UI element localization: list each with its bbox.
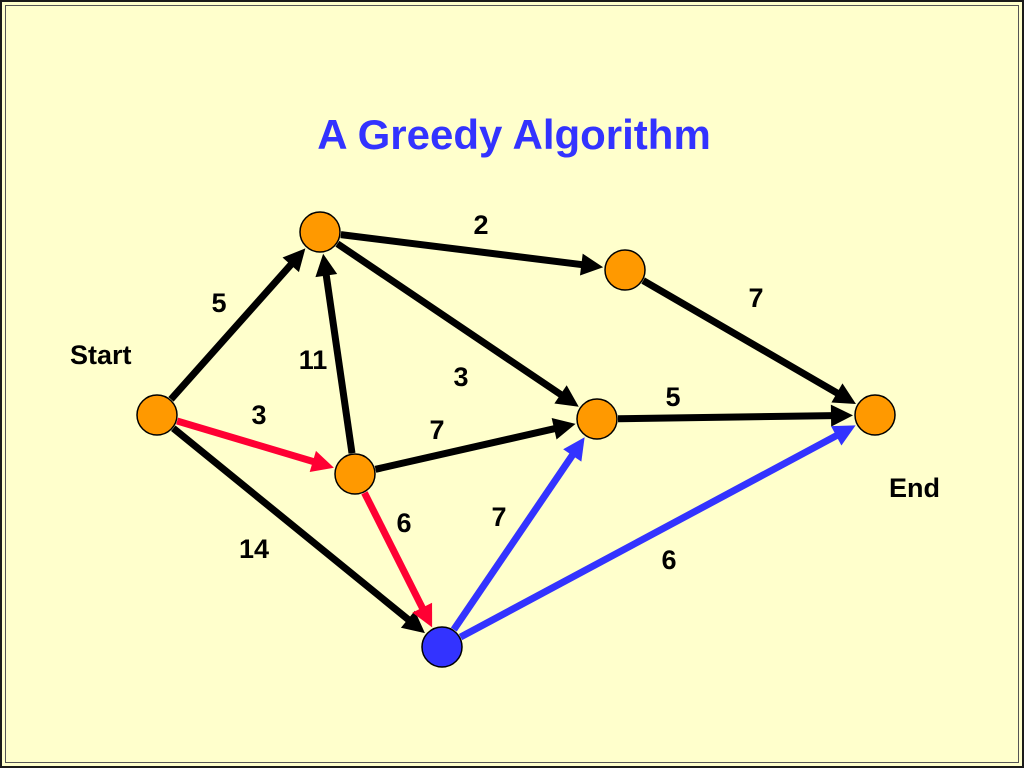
end-label: End [889,473,940,503]
arrowhead [315,253,338,278]
edge-line [171,425,412,624]
labels-layer: Start End 5 3 14 2 3 11 7 6 7 5 7 6 [70,210,940,575]
edge-c-a [315,253,356,454]
edge-start-a [168,248,306,402]
edge-line [168,261,295,402]
edge-weight-d-end: 5 [665,382,680,412]
arrowhead [831,425,856,446]
edge-weight-e-d: 7 [491,502,506,532]
edge-line [450,451,577,632]
edge-weight-start-c: 3 [251,400,266,430]
edge-line [361,491,427,612]
edges-layer [168,231,856,641]
arrowhead [282,248,306,273]
node-end [854,394,896,436]
edge-e-d [450,437,585,632]
edge-start-e [171,425,425,634]
edge-weight-a-b: 2 [473,210,488,240]
page-title: A Greedy Algorithm [317,111,711,158]
arrowhead [412,602,433,628]
arrowhead [309,450,334,472]
edge-c-e [361,491,433,628]
edge-line [176,417,316,466]
edge-weight-b-end: 7 [748,283,763,313]
nodes-layer [136,211,896,668]
edge-b-end [641,277,856,404]
arrowhead [579,253,604,276]
edge-start-c [176,417,334,472]
edge-weight-start-e: 14 [239,534,269,564]
start-label: Start [70,340,132,370]
arrowhead [831,383,856,404]
node-a [299,211,341,253]
arrowhead [554,385,579,407]
edge-line [374,424,557,473]
edge-weight-c-d: 7 [429,415,444,445]
node-start [136,394,178,436]
arrowhead [563,437,585,462]
arrowhead [551,418,576,440]
edge-weight-c-e: 6 [396,508,411,538]
edge-d-end [617,404,854,427]
edge-line [617,412,834,423]
node-b [604,249,646,291]
edge-line [340,231,584,269]
node-e [421,626,463,668]
node-d [576,398,618,440]
edge-line [322,273,356,454]
edge-a-d [335,240,579,407]
edge-line [335,240,565,399]
edge-weight-start-a: 5 [211,288,226,318]
edge-weight-a-d: 3 [453,362,468,392]
edge-weight-e-end: 6 [661,545,676,575]
edge-line [641,277,841,397]
arrowhead [830,404,854,427]
edge-weight-c-a: 11 [299,345,328,375]
edge-a-b [340,231,604,276]
edge-e-end [458,425,856,641]
node-c [334,453,376,495]
edge-line [458,431,840,641]
arrowhead [400,610,425,634]
edge-c-d [374,418,576,473]
